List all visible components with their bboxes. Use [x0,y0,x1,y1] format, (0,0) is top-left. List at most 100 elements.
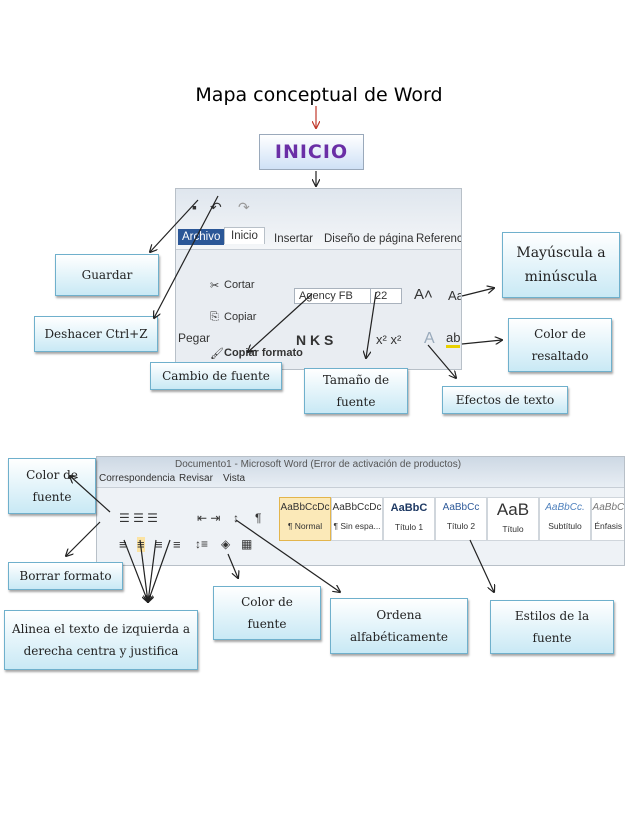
style-name: Énfasis sutil [594,521,624,531]
arrow-alinea-3 [148,539,157,602]
style-titulo-1[interactable]: AaBbC Título 1 [383,497,435,541]
arrow-borrar-formato [66,521,101,556]
ribbon-home-screenshot: ▪ ↶ ↷ Archivo Inicio Insertar Diseño de … [175,188,462,370]
tab-referencias[interactable]: Referencias [416,233,462,245]
shading-icon[interactable]: ◈ [221,537,231,551]
style-titulo-2[interactable]: AaBbCc Título 2 [435,497,487,541]
node-mayuscula: Mayúscula a minúscula [502,232,620,298]
node-color-resaltado-label: Color de resaltado [531,327,589,363]
node-deshacer-label: Deshacer Ctrl+Z [44,327,148,341]
style-preview: AaB [496,500,530,519]
format-painter-icon: 🖌 [210,348,224,360]
pegar-button[interactable]: Pegar [178,331,211,345]
line-spacing-icon[interactable]: ↕≡ [195,537,209,551]
arrow-alinea-2 [139,539,148,602]
arrow-color-fuente-mid [227,553,238,578]
style-name: ¶ Sin espa... [333,521,381,531]
node-estilos-label: Estilos de la fuente [514,609,590,645]
arrow-cambio-fuente [248,293,313,352]
node-estilos: Estilos de la fuente [490,600,614,654]
style-name: ¶ Normal [287,521,323,531]
redo-icon: ↷ [238,199,250,215]
tab-insertar[interactable]: Insertar [274,233,313,245]
node-ordena-label: Ordena alfabéticamente [349,608,449,644]
inicio-box: INICIO [259,134,364,170]
cortar-button[interactable]: Cortar [224,279,255,291]
align-right-icon[interactable]: ≡ [155,537,163,552]
style-preview: AaBbC [390,502,428,514]
arrow-alinea-1 [123,539,148,602]
node-color-fuente-mid-label: Color de fuente [241,595,293,631]
node-tamano-fuente-label: Tamaño de fuente [322,373,390,409]
node-ordena: Ordena alfabéticamente [330,598,468,654]
arrow-efectos [427,344,456,378]
style-name: Subtítulo [548,521,582,531]
ribbon-tab-bar: ▪ ↶ ↷ Archivo Inicio Insertar Diseño de … [176,189,461,250]
align-left-icon[interactable]: ≡ [119,537,127,552]
page-title: Mapa conceptual de Word [195,84,443,106]
grow-font-icon[interactable]: A˄ [414,286,433,303]
node-borrar-formato-label: Borrar formato [19,569,112,583]
style-subtitulo[interactable]: AaBbCc. Subtítulo [539,497,591,541]
style-sin-espaciado[interactable]: AaBbCcDc ¶ Sin espa... [331,497,383,541]
style-preview: AaBbCc. [545,502,585,513]
copiar-button[interactable]: Copiar [224,311,257,323]
tab-archivo[interactable]: Archivo [178,229,225,245]
justify-icon[interactable]: ≡ [173,537,181,552]
inicio-label: INICIO [274,141,349,163]
style-name: Título [502,524,524,534]
superscript-icon[interactable]: x² x² [376,332,402,347]
node-color-fuente-mid: Color de fuente [213,586,321,640]
arrow-ordena [235,519,340,592]
style-preview: AaBbCcDc [280,502,330,513]
tab-revisar[interactable]: Revisar [179,473,213,484]
style-normal[interactable]: AaBbCcDc ¶ Normal [279,497,331,541]
node-color-fuente-top-label: Color de fuente [26,468,78,504]
cut-icon: ✂ [210,280,220,292]
arrow-color-fuente-top [70,476,111,513]
bold-italic-underline[interactable]: N K S [296,332,334,348]
style-preview: AaBbCcDc [332,502,382,513]
save-icon: ▪ [192,199,197,215]
node-alinea-texto-label: Alinea el texto de izquierda a derecha c… [11,622,191,658]
ribbon-paragraph-screenshot: Documento1 - Microsoft Word (Error de ac… [96,456,625,566]
indent-icon[interactable]: ⇤ ⇥ [197,511,221,525]
node-borrar-formato: Borrar formato [8,562,123,590]
window-title: Documento1 - Microsoft Word (Error de ac… [175,459,462,470]
style-preview: AaBbCc [442,502,480,513]
arrow-guardar [150,199,199,252]
tab-correspondencia[interactable]: Correspondencia [99,473,176,484]
arrow-tamano-fuente [366,291,377,358]
node-tamano-fuente: Tamaño de fuente [304,368,408,414]
copy-icon: ⎘ [210,311,219,323]
node-guardar: Guardar [55,254,159,296]
tab-diseno-pagina[interactable]: Diseño de página [324,233,414,245]
style-titulo[interactable]: AaB Título [487,497,539,541]
tab-inicio[interactable]: Inicio [224,227,265,244]
node-deshacer: Deshacer Ctrl+Z [34,316,158,352]
bullets-icon[interactable]: ☰ ☰ ☰ [119,511,158,525]
arrow-deshacer [154,195,219,318]
node-cambio-fuente-label: Cambio de fuente [162,369,270,383]
change-case-icon[interactable]: Aa [448,288,461,303]
highlight-icon[interactable]: ab [446,330,461,348]
style-name: Título 2 [446,521,476,531]
arrow-estilos [469,539,494,592]
text-effects-icon[interactable]: A [424,330,435,347]
style-enfasis-sutil[interactable]: AaBbCcDc Énfasis sutil [591,497,625,541]
borders-icon[interactable]: ▦ [241,537,253,551]
copiar-formato-button[interactable]: Copiar formato [224,347,303,359]
undo-icon: ↶ [210,199,222,215]
pilcrow-icon[interactable]: ¶ [255,511,262,525]
node-efectos-texto: Efectos de texto [442,386,568,414]
node-guardar-label: Guardar [81,268,133,282]
style-preview: AaBbCcDc [592,502,625,513]
node-color-resaltado: Color de resaltado [508,318,612,372]
tab-vista[interactable]: Vista [223,473,246,484]
font-name-select[interactable]: Agency FB [294,288,374,304]
node-alinea-texto: Alinea el texto de izquierda a derecha c… [4,610,198,670]
font-size-select[interactable]: 22 [370,288,402,304]
sort-icon[interactable]: ↕ [233,511,239,525]
node-cambio-fuente: Cambio de fuente [150,362,282,390]
